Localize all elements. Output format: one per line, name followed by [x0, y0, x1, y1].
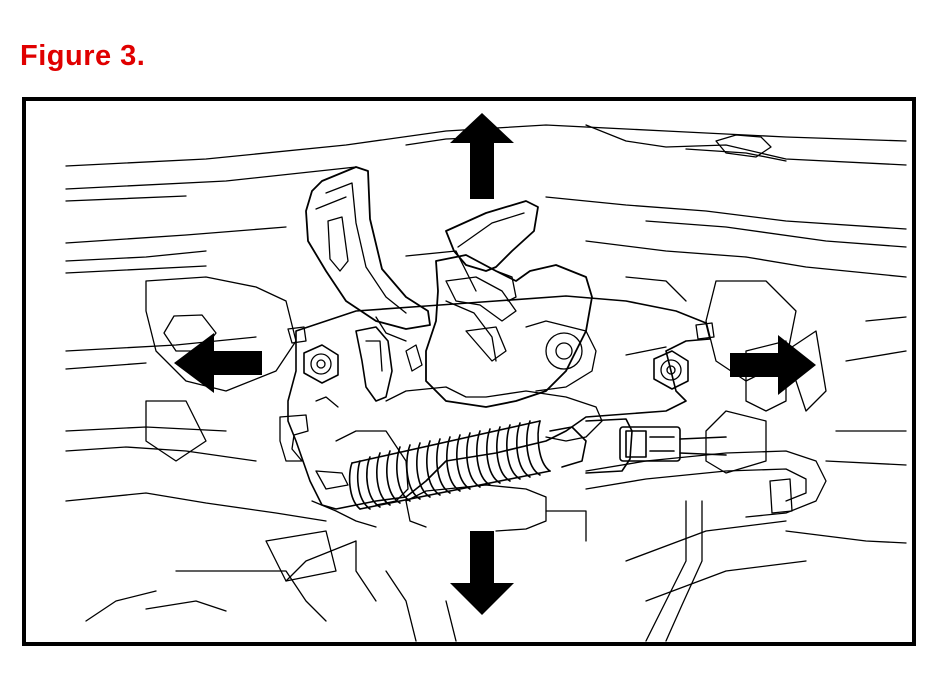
- cable-connector: [585, 418, 727, 474]
- figure-title: Figure 3.: [20, 40, 146, 72]
- hood-latch-illustration: [65, 113, 907, 642]
- arrow-up-icon: [450, 113, 514, 199]
- lower-bracket: [311, 484, 547, 532]
- safety-catch-lever: [305, 166, 431, 330]
- arrow-right-icon: [730, 335, 816, 395]
- illustration-frame: [22, 97, 916, 646]
- latch-ratchet: [425, 200, 597, 408]
- left-mounting-bolt: [303, 344, 339, 384]
- right-mounting-bolt: [653, 350, 689, 390]
- arrow-left-icon: [174, 333, 262, 393]
- coil-spring: [348, 420, 587, 510]
- release-lever: [315, 326, 603, 506]
- background-body-panels: [65, 124, 907, 642]
- arrow-down-icon: [450, 531, 514, 615]
